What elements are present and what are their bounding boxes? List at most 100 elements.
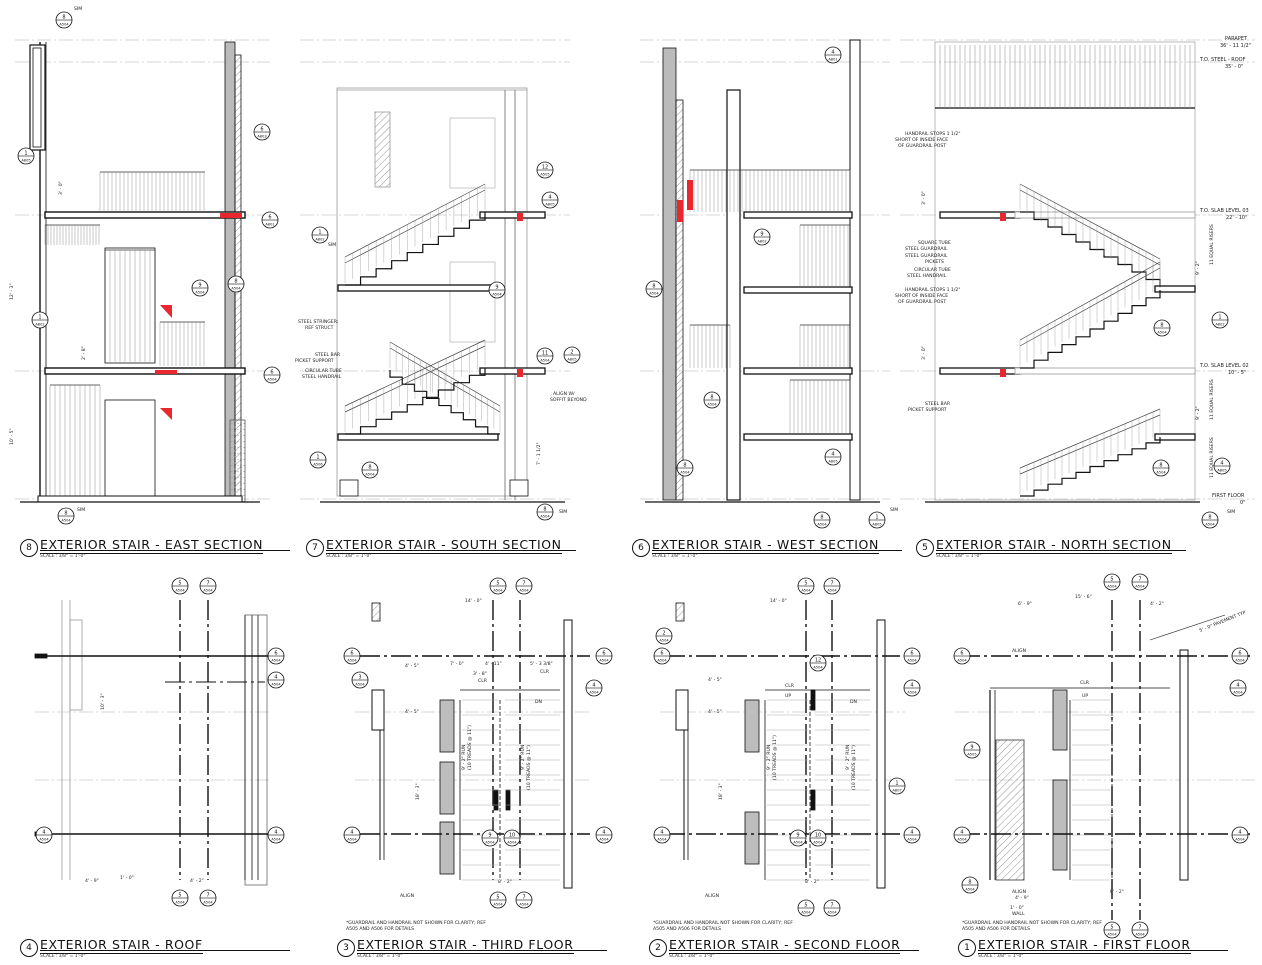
view-scale-south: SCALE : 3/8" = 1'-0": [326, 554, 372, 559]
bubble-sheet-ref: A504: [965, 888, 975, 892]
label-align-third: ALIGN: [400, 893, 414, 899]
bubble-number: 6: [268, 215, 271, 221]
bubble-number: 9: [796, 833, 799, 839]
dn-third: DN: [535, 699, 542, 705]
dim-3-0-east: 3' - 0": [58, 181, 64, 195]
dim-14-third: 14' - 0": [465, 598, 482, 604]
bubble-sheet-ref: A504: [271, 838, 281, 842]
bubble-number: 7: [206, 893, 209, 899]
bubble-sheet-ref: A504: [589, 691, 599, 695]
label-picket-n-1: STEEL BAR: [925, 401, 951, 407]
bubble-number: 8: [543, 507, 546, 513]
bubble-number: 4: [274, 675, 277, 681]
view-number-first: 1: [958, 939, 976, 957]
bubble-number: 5: [1110, 577, 1113, 583]
level-parapet-elev: 36' - 11 1/2": [1220, 43, 1251, 49]
label-stops-3: OF GUARDRAIL POST: [898, 143, 946, 149]
level-first: FIRST FLOOR: [1212, 493, 1245, 499]
bubble-sheet-ref: A504: [540, 359, 550, 363]
annotations: PARAPET 36' - 11 1/2" T.O. STEEL - ROOF …: [9, 6, 1251, 917]
dim-4-5-third: 4' - 5": [405, 663, 419, 669]
bubble-sheet-ref: A801: [265, 223, 274, 227]
dim-3-8-third: 3' - 8": [473, 671, 487, 677]
